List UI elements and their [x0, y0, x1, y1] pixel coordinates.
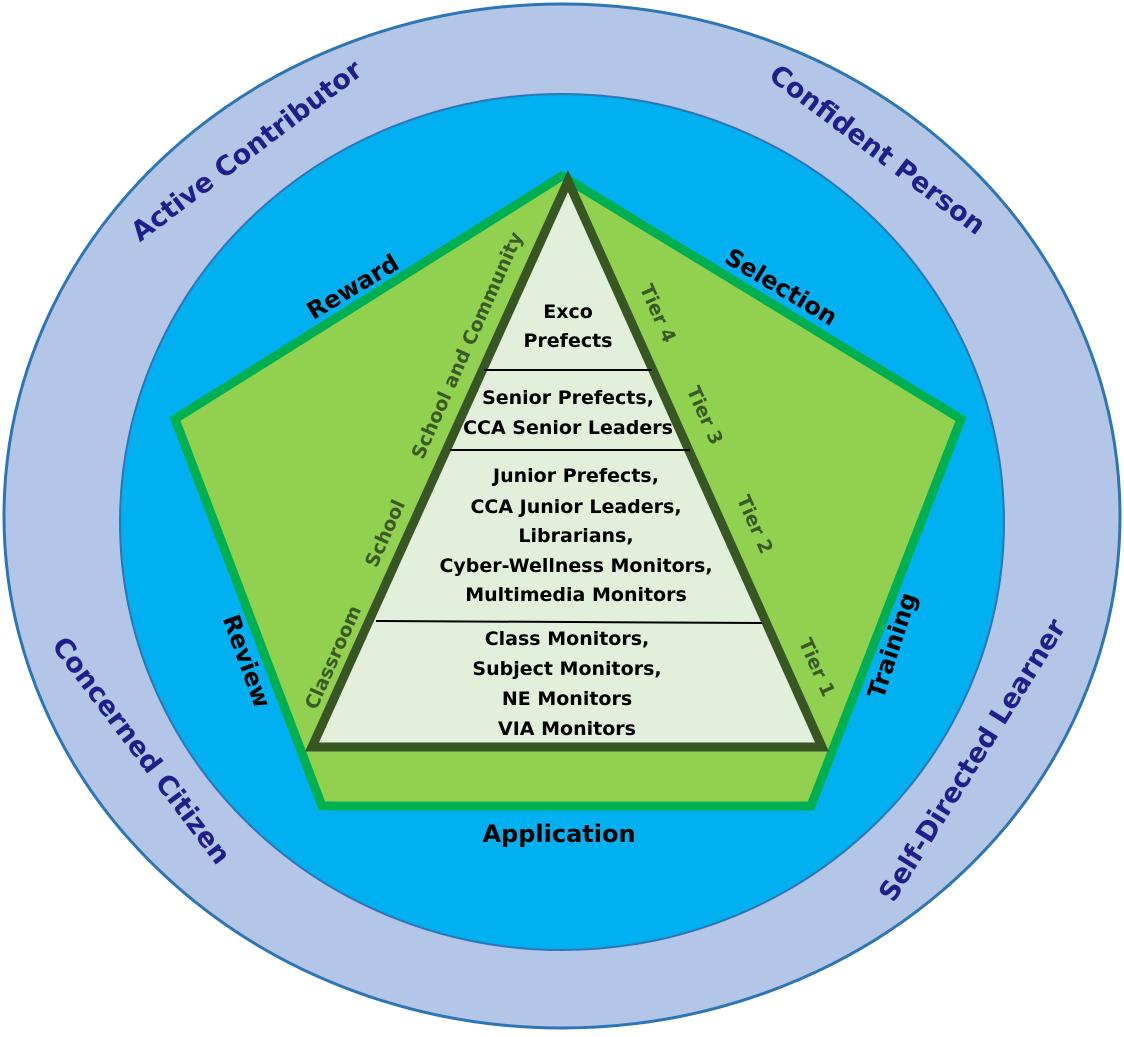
tier-2-role: Librarians,: [518, 525, 633, 547]
tier-2-role: Cyber-Wellness Monitors,: [439, 555, 712, 577]
tier-3-role: CCA Senior Leaders: [463, 417, 673, 439]
tier-1-role: Subject Monitors,: [472, 658, 661, 680]
tier-1-role: Class Monitors,: [485, 628, 650, 650]
pyramid: [305, 170, 829, 752]
tier-4-role: Prefects: [524, 330, 613, 352]
tier-3-role: Senior Prefects,: [482, 387, 654, 409]
tier-4-role: Exco: [543, 301, 593, 323]
tier-1-role: VIA Monitors: [498, 718, 636, 740]
tier-2-role: Multimedia Monitors: [465, 584, 687, 606]
tier-2-role: CCA Junior Leaders,: [470, 496, 681, 518]
process-application: Application: [482, 820, 635, 848]
tier-2-role: Junior Prefects,: [491, 465, 659, 487]
tier-1-role: NE Monitors: [502, 688, 632, 710]
tier-divider-2-1: [375, 620, 763, 624]
